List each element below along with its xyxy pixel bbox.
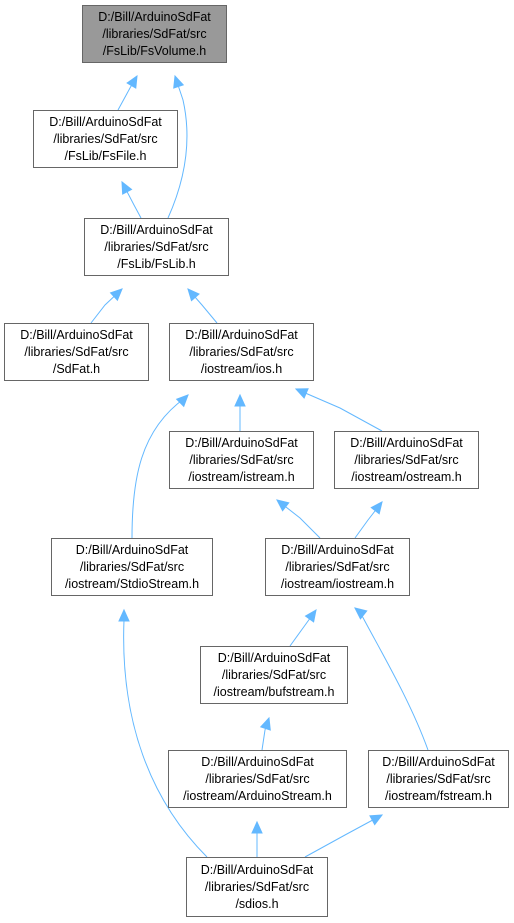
node-label-line: /libraries/SdFat/src [205,771,310,786]
node-label-line: /sdios.h [235,896,279,911]
node-label-line: /libraries/SdFat/src [204,879,310,894]
arrowhead-icon [251,820,263,834]
node-label-line: D:/Bill/ArduinoSdFat [201,754,314,769]
node-label-line: D:/Bill/ArduinoSdFat [185,435,298,450]
edge-sdios-to-fstream [304,814,383,858]
node-label-line: D:/Bill/ArduinoSdFat [75,542,189,557]
node-label-line: /iostream/bufstream.h [213,684,335,699]
arrowhead-icon [173,74,185,89]
node-ios[interactable]: D:/Bill/ArduinoSdFat /libraries/SdFat/sr… [169,323,314,381]
node-arduinostream[interactable]: D:/Bill/ArduinoSdFat /libraries/SdFat/sr… [168,750,347,808]
node-stdiostream[interactable]: D:/Bill/ArduinoSdFat /libraries/SdFat/sr… [51,538,213,596]
node-label-line: /iostream/istream.h [188,469,295,484]
node-label-line: D:/Bill/ArduinoSdFat [200,862,314,877]
node-label-line: /libraries/SdFat/src [285,559,390,574]
arrowhead-icon [304,609,317,623]
edge-ostream-to-ios [295,388,383,432]
node-label-line: /iostream/StdioStream.h [64,576,200,591]
node-label-line: /libraries/SdFat/src [221,667,327,682]
node-fsvolume: D:/Bill/ArduinoSdFat /libraries/SdFat/sr… [82,5,227,63]
edge-fslib-to-fsvolume [167,75,188,219]
node-label-line: /libraries/SdFat/src [53,131,158,146]
arrowhead-icon [126,74,138,89]
node-label-line: /iostream/ostream.h [351,469,462,484]
node-label-line: /libraries/SdFat/src [79,559,185,574]
arrowhead-icon [121,180,133,195]
node-label-line: /FsLib/FsLib.h [117,256,196,271]
node-label-line: /FsLib/FsFile.h [64,148,147,163]
node-label-line: /libraries/SdFat/src [104,239,209,254]
node-ostream[interactable]: D:/Bill/ArduinoSdFat /libraries/SdFat/sr… [334,431,479,489]
node-label-line: D:/Bill/ArduinoSdFat [20,327,133,342]
node-bufstream[interactable]: D:/Bill/ArduinoSdFat /libraries/SdFat/sr… [200,646,348,704]
arrowhead-icon [175,394,189,408]
node-label-line: /libraries/SdFat/src [386,771,491,786]
node-label-line: D:/Bill/ArduinoSdFat [350,435,463,450]
node-istream[interactable]: D:/Bill/ArduinoSdFat /libraries/SdFat/sr… [169,431,314,489]
node-label-line: /libraries/SdFat/src [189,452,294,467]
arrowhead-icon [369,814,384,826]
arrowhead-icon [118,608,130,622]
arrowhead-icon [234,393,246,407]
node-label-line: D:/Bill/ArduinoSdFat [49,114,162,129]
arrowhead-icon [294,388,309,399]
node-label-line: /libraries/SdFat/src [189,344,294,359]
node-fstream[interactable]: D:/Bill/ArduinoSdFat /libraries/SdFat/sr… [368,750,509,808]
node-label-line: /iostream/ArduinoStream.h [183,788,332,803]
node-label-line: D:/Bill/ArduinoSdFat [382,754,495,769]
node-label-line: D:/Bill/ArduinoSdFat [98,9,211,24]
node-label-line: /libraries/SdFat/src [102,26,207,41]
node-label-line: /FsLib/FsVolume.h [102,43,207,58]
arrowhead-icon [187,288,200,302]
edge-fstream-to-iostream [354,607,429,751]
node-label-line: D:/Bill/ArduinoSdFat [185,327,298,342]
node-label-line: /SdFat.h [52,361,101,376]
node-fsfile[interactable]: D:/Bill/ArduinoSdFat /libraries/SdFat/sr… [33,110,178,168]
arrowhead-icon [109,288,123,302]
node-label-line: /libraries/SdFat/src [24,344,129,359]
node-label-line: /iostream/fstream.h [385,788,492,803]
node-sdfat[interactable]: D:/Bill/ArduinoSdFat /libraries/SdFat/sr… [4,323,149,381]
node-label-line: /libraries/SdFat/src [354,452,459,467]
node-label-line: /iostream/iostream.h [280,576,395,591]
node-iostream[interactable]: D:/Bill/ArduinoSdFat /libraries/SdFat/sr… [265,538,410,596]
node-fslib[interactable]: D:/Bill/ArduinoSdFat /libraries/SdFat/sr… [84,218,229,276]
arrowhead-icon [276,499,290,512]
edge-stdiostream-to-ios [131,394,189,539]
node-label-line: D:/Bill/ArduinoSdFat [281,542,394,557]
arrowhead-icon [354,607,368,620]
arrowhead-icon [370,501,383,515]
node-label-line: D:/Bill/ArduinoSdFat [217,650,331,665]
node-label-line: D:/Bill/ArduinoSdFat [100,222,213,237]
edge-sdios-to-stdiostream [123,610,208,858]
node-label-line: /iostream/ios.h [200,361,283,376]
arrowhead-icon [259,716,271,731]
node-sdios[interactable]: D:/Bill/ArduinoSdFat /libraries/SdFat/sr… [186,857,328,917]
